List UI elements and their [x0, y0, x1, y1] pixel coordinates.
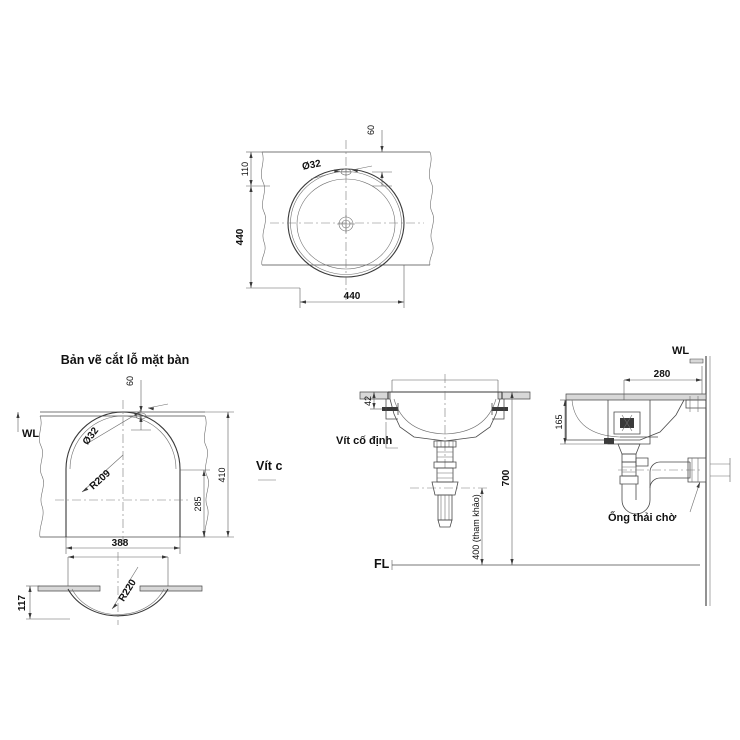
top-view-dim-offset: 60: [366, 125, 376, 135]
cutout-view-title: Bản vẽ cắt lỗ mặt bàn: [61, 352, 190, 367]
cutout-view-group: Bản vẽ cắt lỗ mặt bàn WL Ø32: [16, 352, 282, 554]
front-section-screw-label: Vít cố định: [336, 435, 393, 447]
cutout-view-screw-note: Vít c: [256, 459, 282, 473]
side-section-group: WL 280 165: [554, 345, 731, 606]
front-section-floor-label: FL: [374, 557, 390, 571]
front-section-dim-rim: 42: [363, 396, 373, 406]
bottom-section-radius-label: R220: [117, 577, 139, 603]
cutout-view-dim-total: 410: [217, 467, 227, 482]
front-section-dim-drain: 400 (tham khảo): [471, 494, 481, 560]
top-view-dim-depth: 440: [235, 228, 246, 245]
bottom-section-dim-height: 117: [17, 594, 28, 611]
top-view-hole-label: Ø32: [301, 158, 322, 172]
bottom-section-group: R220 117: [17, 552, 203, 625]
cutout-view-hole-label: Ø32: [81, 425, 102, 447]
top-view-dim-width: 440: [344, 291, 361, 302]
front-section-group: 42 Vít cố định FL 400 (tham khảo) 700: [336, 374, 700, 571]
front-section-dim-height: 700: [501, 469, 512, 486]
top-view-dim-back: 110: [240, 162, 250, 176]
side-section-wl-label: WL: [672, 345, 689, 357]
cutout-view-dim-offset: 60: [125, 376, 135, 386]
cutout-view-wl-label: WL: [22, 428, 39, 440]
top-view-group: 110 440 440 60 Ø32: [235, 125, 434, 308]
cutout-view-dim-inner: 285: [193, 496, 203, 511]
side-section-dim-bowl: 165: [554, 414, 564, 429]
cutout-view-dim-width: 388: [112, 538, 129, 549]
cutout-view-radius-label: R209: [88, 468, 113, 492]
side-section-drain-label: Ống thải chờ: [608, 510, 677, 524]
side-section-dim-depth: 280: [654, 369, 671, 380]
